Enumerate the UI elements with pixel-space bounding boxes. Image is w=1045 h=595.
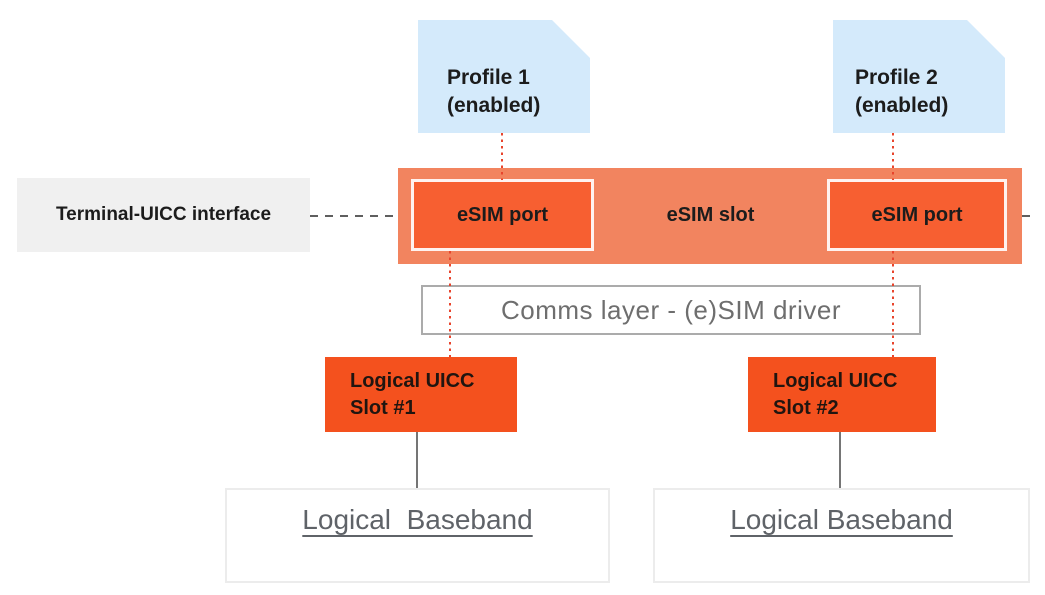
profile-1-title: Profile 1 xyxy=(447,66,530,89)
profile-1-state: (enabled) xyxy=(447,94,541,117)
profile-2-box: Profile 2 (enabled) xyxy=(833,20,1005,133)
right-edge-dashed-line xyxy=(1022,215,1032,217)
profile-2-title: Profile 2 xyxy=(855,66,938,89)
logical-baseband-1-label: Logical Baseband xyxy=(302,504,533,535)
profile-1-to-port-1-dotted-line xyxy=(501,133,503,180)
logical-uicc-slot-2-line2: Slot #2 xyxy=(773,396,839,419)
terminal-uicc-interface-box: Terminal-UICC interface xyxy=(17,178,310,252)
logical-uicc-slot-1-line1: Logical UICC xyxy=(350,369,475,392)
esim-port-1-label: eSIM port xyxy=(456,203,549,226)
profile-1-box: Profile 1 (enabled) xyxy=(418,20,590,133)
logical-baseband-1-box: Logical Baseband xyxy=(225,488,610,583)
esim-port-2-box: eSIM port xyxy=(827,179,1007,251)
profile-2-state: (enabled) xyxy=(855,94,949,117)
logical-baseband-2-label: Logical Baseband xyxy=(730,504,953,535)
logical-uicc-slot-2-box: Logical UICC Slot #2 xyxy=(748,357,936,432)
logical-baseband-2-box: Logical Baseband xyxy=(653,488,1030,583)
logical-uicc-slot-1-line2: Slot #1 xyxy=(350,396,416,419)
comms-layer-box: Comms layer - (e)SIM driver xyxy=(421,285,921,335)
port-2-to-uicc-slot-2-dotted-line xyxy=(892,251,894,357)
esim-port-1-box: eSIM port xyxy=(411,179,594,251)
logical-uicc-slot-1-box: Logical UICC Slot #1 xyxy=(325,357,517,432)
terminal-interface-dashed-line xyxy=(310,215,398,217)
uicc-slot-1-to-baseband-1-line xyxy=(416,432,418,488)
profile-2-to-port-2-dotted-line xyxy=(892,133,894,180)
port-1-to-uicc-slot-1-dotted-line xyxy=(449,251,451,357)
esim-slot-label: eSIM slot xyxy=(666,203,755,226)
logical-uicc-slot-2-line1: Logical UICC xyxy=(773,369,898,392)
terminal-uicc-interface-label: Terminal-UICC interface xyxy=(55,204,272,225)
comms-layer-label: Comms layer - (e)SIM driver xyxy=(501,294,841,325)
esim-port-2-label: eSIM port xyxy=(871,203,963,226)
uicc-slot-2-to-baseband-2-line xyxy=(839,432,841,488)
